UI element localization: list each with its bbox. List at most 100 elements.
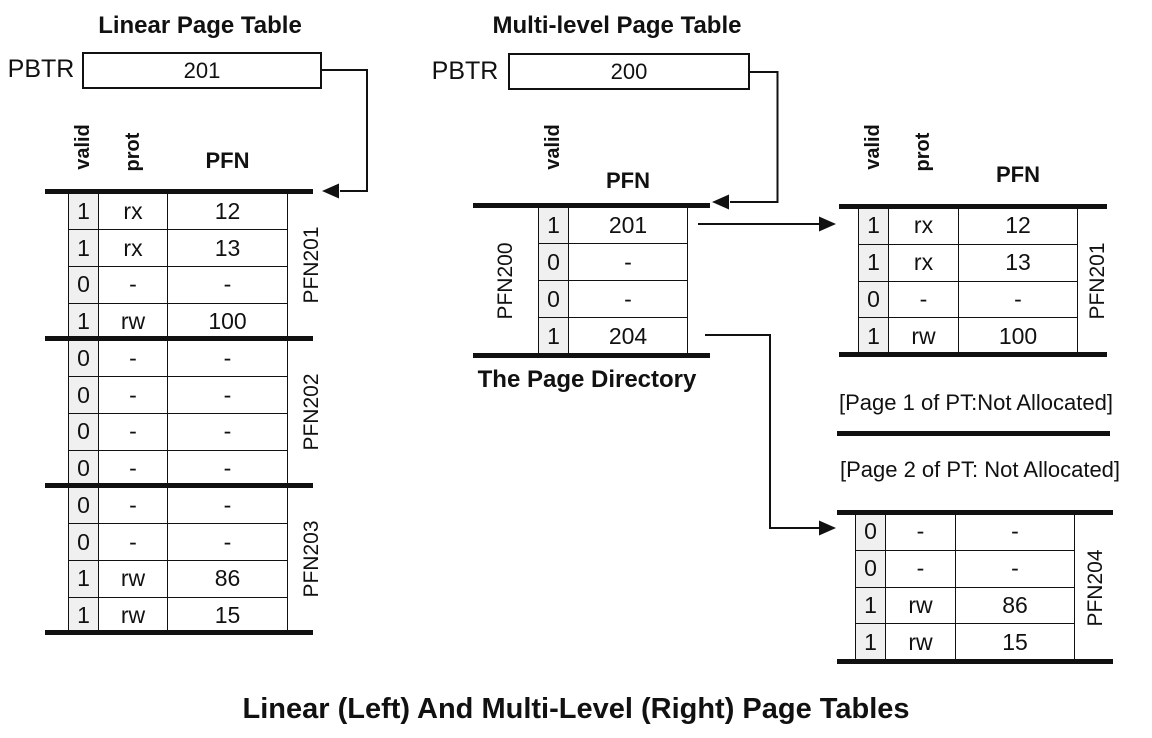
prot-cell: rw [888, 318, 958, 354]
table-row: 1 rw 86 [68, 561, 288, 598]
prot-cell: rx [888, 208, 958, 244]
pfn-cell: - [167, 340, 288, 377]
table-row: 1 rw 100 [68, 303, 288, 341]
pt-page3-table: 0 - - 0 - - 1 rw 86 1 rw 15 [855, 514, 1075, 661]
linear-table-bottom-rule [45, 629, 313, 635]
group-label-pfn204: PFN204 [1084, 549, 1107, 627]
prot-cell: - [885, 550, 955, 587]
valid-cell: 0 [855, 550, 885, 587]
table-row: 1 rw 15 [68, 597, 288, 635]
prot-cell: - [98, 414, 167, 450]
table-row: 1 rx 13 [68, 230, 288, 267]
prot-cell: - [98, 267, 167, 303]
pt-page0-top-rule [839, 203, 1107, 209]
valid-cell: 0 [68, 487, 98, 524]
pbtr-register-middle: 200 [508, 53, 750, 90]
linear-page-table-title: Linear Page Table [98, 12, 302, 39]
page-directory-caption: The Page Directory [477, 366, 697, 393]
prot-cell: - [98, 524, 167, 560]
multi-level-page-table-title: Multi-level Page Table [492, 12, 742, 39]
pfn-cell: 86 [955, 587, 1075, 624]
valid-cell: 0 [855, 514, 885, 550]
arrowhead-right-icon [819, 520, 836, 536]
arrow-directory204-to-pt-page3 [705, 334, 820, 529]
pfn-cell: 12 [958, 208, 1078, 244]
pt-page0-bottom-rule [839, 352, 1107, 357]
pfn-cell: 100 [958, 318, 1078, 354]
table-row: 1 rx 13 [858, 244, 1078, 282]
valid-cell: 1 [855, 624, 885, 660]
valid-cell: 0 [68, 414, 98, 450]
group-label-pfn201-left: PFN201 [300, 226, 323, 304]
linear-page-table: 1 rx 12 1 rx 13 0 - - 1 rw 100 0 - - 0 -… [68, 193, 288, 635]
pfn-cell: - [167, 450, 288, 487]
valid-column-header-left: valid [72, 124, 94, 170]
prot-cell: - [98, 450, 167, 487]
pfn-cell: - [955, 550, 1075, 587]
pfn-cell: - [167, 267, 288, 303]
prot-cell: rw [885, 624, 955, 660]
pfn-column-header-left: PFN [205, 148, 250, 173]
arrow-pbtr201-to-linear-table [322, 69, 368, 192]
prot-cell: - [98, 487, 167, 524]
prot-cell: rx [98, 230, 167, 266]
table-row: 1 rx 12 [858, 208, 1078, 245]
valid-cell: 1 [538, 318, 568, 354]
table-row: 0 - - [68, 524, 288, 561]
prot-cell: - [888, 281, 958, 318]
group-label-pfn202-left: PFN202 [300, 373, 323, 451]
table-row: 1 rw 15 [855, 624, 1075, 661]
pfn-cell: 13 [958, 244, 1078, 281]
valid-cell: 0 [68, 267, 98, 303]
valid-cell: 1 [538, 207, 568, 243]
pfn-cell: - [167, 487, 288, 524]
valid-column-header-directory: valid [542, 124, 564, 170]
valid-cell: 1 [68, 561, 98, 597]
pfn-cell: - [167, 377, 288, 413]
pt-page3-bottom-rule [837, 659, 1113, 664]
page-directory-table: 1 201 0 - 0 - 1 204 [538, 207, 688, 355]
valid-cell: 0 [68, 340, 98, 377]
table-row: 1 201 [538, 207, 688, 244]
directory-top-rule [473, 202, 710, 208]
table-row: 0 - - [68, 487, 288, 525]
valid-cell: 1 [68, 597, 98, 634]
directory-bottom-rule [473, 352, 710, 358]
figure-caption: Linear (Left) And Multi-Level (Right) Pa… [242, 693, 910, 725]
group-label-pfn201-right: PFN201 [1086, 242, 1109, 320]
page2-not-allocated-note: [Page 2 of PT: Not Allocated] [839, 457, 1121, 482]
pfn-cell: - [167, 414, 288, 450]
pfn-cell: - [167, 524, 288, 560]
table-row: 0 - [538, 244, 688, 281]
prot-column-header-left: prot [122, 132, 144, 172]
pfn-cell: 100 [167, 303, 288, 340]
page1-not-allocated-note: [Page 1 of PT:Not Allocated] [839, 390, 1113, 415]
table-row: 0 - - [68, 340, 288, 378]
arrowhead-right-icon [819, 216, 836, 232]
prot-cell: - [885, 514, 955, 550]
valid-cell: 0 [68, 377, 98, 413]
valid-cell: 1 [858, 208, 888, 244]
pt-page0-table: 1 rx 12 1 rx 13 0 - - 1 rw 100 [858, 208, 1078, 355]
prot-cell: rx [98, 193, 167, 230]
valid-cell: 1 [68, 230, 98, 266]
table-row: 0 - - [68, 267, 288, 304]
table-row: 0 - - [68, 414, 288, 451]
pbtr-label-left: PBTR [7, 55, 75, 83]
valid-cell: 0 [68, 524, 98, 560]
valid-column-header-right: valid [862, 124, 884, 170]
valid-cell: 1 [858, 318, 888, 354]
pfn-cell: 204 [568, 318, 688, 354]
table-row: 1 rw 86 [855, 587, 1075, 625]
table-row: 0 - [538, 281, 688, 318]
table-row: 1 204 [538, 318, 688, 355]
arrowhead-left-icon [712, 194, 729, 210]
group-label-pfn200: PFN200 [494, 242, 517, 320]
table-row: 0 - - [68, 377, 288, 414]
table-row: 0 - - [855, 550, 1075, 588]
valid-cell: 1 [68, 193, 98, 230]
group-label-pfn203-left: PFN203 [300, 520, 323, 598]
valid-cell: 0 [858, 281, 888, 318]
linear-table-top-rule [45, 188, 313, 194]
